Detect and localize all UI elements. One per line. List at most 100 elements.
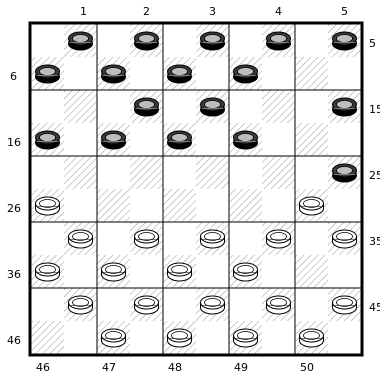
black-piece <box>102 131 126 149</box>
white-piece <box>333 296 357 314</box>
dark-square <box>295 255 328 288</box>
bottom-label-50: 50 <box>300 362 314 373</box>
bottom-label-47: 47 <box>102 362 116 373</box>
white-piece <box>102 263 126 281</box>
right-label-35: 35 <box>369 236 380 247</box>
light-square <box>97 24 130 57</box>
right-label-45: 45 <box>369 302 380 313</box>
dark-square <box>196 156 229 189</box>
bottom-label-49: 49 <box>234 362 248 373</box>
light-square <box>31 156 64 189</box>
light-square <box>262 123 295 156</box>
white-piece <box>36 263 60 281</box>
light-square <box>64 255 97 288</box>
white-piece <box>69 230 93 248</box>
white-piece <box>168 263 192 281</box>
dark-square <box>262 90 295 123</box>
right-label-15: 15 <box>369 104 380 115</box>
light-square <box>229 222 262 255</box>
top-label-5: 5 <box>341 6 348 17</box>
dark-square <box>97 189 130 222</box>
black-piece <box>69 32 93 50</box>
white-piece <box>69 296 93 314</box>
light-square <box>229 24 262 57</box>
white-piece <box>201 296 225 314</box>
white-piece <box>36 197 60 215</box>
light-square <box>196 57 229 90</box>
white-piece <box>267 296 291 314</box>
light-square <box>295 90 328 123</box>
light-square <box>130 123 163 156</box>
dark-square <box>130 156 163 189</box>
light-square <box>328 321 361 354</box>
light-square <box>31 222 64 255</box>
light-square <box>295 288 328 321</box>
white-piece <box>300 329 324 347</box>
black-piece <box>333 32 357 50</box>
top-label-3: 3 <box>209 6 216 17</box>
dark-square <box>229 189 262 222</box>
white-piece <box>201 230 225 248</box>
dark-square <box>64 90 97 123</box>
black-piece <box>102 65 126 83</box>
light-square <box>229 156 262 189</box>
light-square <box>262 321 295 354</box>
right-label-25: 25 <box>369 170 380 181</box>
black-piece <box>168 131 192 149</box>
light-square <box>97 222 130 255</box>
top-label-4: 4 <box>275 6 282 17</box>
light-square <box>163 222 196 255</box>
black-piece <box>36 131 60 149</box>
light-square <box>196 321 229 354</box>
light-square <box>31 24 64 57</box>
light-square <box>328 57 361 90</box>
light-square <box>163 288 196 321</box>
left-label-16: 16 <box>7 137 21 148</box>
left-label-26: 26 <box>7 203 21 214</box>
white-piece <box>135 230 159 248</box>
dark-square <box>295 57 328 90</box>
top-label-2: 2 <box>143 6 150 17</box>
light-square <box>229 288 262 321</box>
light-square <box>130 321 163 354</box>
white-piece <box>234 263 258 281</box>
bottom-label-46: 46 <box>36 362 50 373</box>
black-piece <box>36 65 60 83</box>
light-square <box>130 57 163 90</box>
light-square <box>64 57 97 90</box>
black-piece <box>333 164 357 182</box>
light-square <box>196 123 229 156</box>
bottom-label-48: 48 <box>168 362 182 373</box>
white-piece <box>300 197 324 215</box>
light-square <box>97 156 130 189</box>
dark-square <box>31 321 64 354</box>
light-square <box>64 321 97 354</box>
white-piece <box>102 329 126 347</box>
black-piece <box>333 98 357 116</box>
light-square <box>97 90 130 123</box>
left-label-36: 36 <box>7 269 21 280</box>
light-square <box>130 189 163 222</box>
dark-square <box>163 189 196 222</box>
black-piece <box>168 65 192 83</box>
light-square <box>328 123 361 156</box>
light-square <box>130 255 163 288</box>
light-square <box>163 156 196 189</box>
light-square <box>163 24 196 57</box>
light-square <box>295 156 328 189</box>
black-piece <box>234 131 258 149</box>
left-label-46: 46 <box>7 335 21 346</box>
light-square <box>262 189 295 222</box>
black-piece <box>267 32 291 50</box>
left-label-6: 6 <box>10 71 17 82</box>
top-label-1: 1 <box>80 6 87 17</box>
light-square <box>196 189 229 222</box>
dark-square <box>262 156 295 189</box>
white-piece <box>333 230 357 248</box>
light-square <box>196 255 229 288</box>
light-square <box>262 255 295 288</box>
light-square <box>97 288 130 321</box>
light-square <box>328 255 361 288</box>
white-piece <box>168 329 192 347</box>
